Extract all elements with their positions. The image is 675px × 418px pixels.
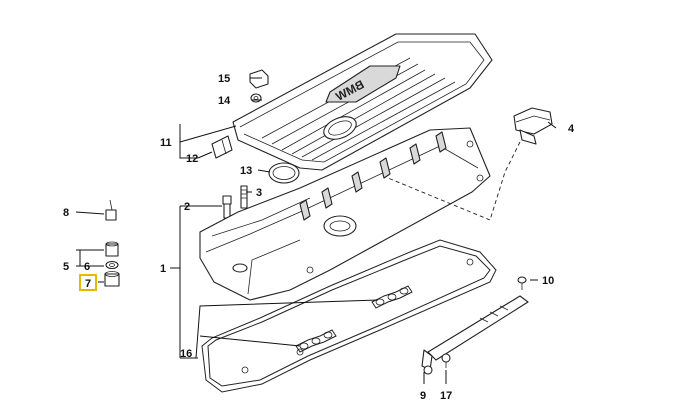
- callout-16: 16: [180, 348, 192, 360]
- part-2-bolt[interactable]: [222, 195, 232, 219]
- callout-11: 11: [160, 137, 172, 149]
- callout-1: 1: [160, 263, 166, 275]
- part-8-stud[interactable]: [105, 199, 117, 221]
- callout-6: 6: [84, 261, 90, 273]
- valve-cover[interactable]: [199, 127, 491, 301]
- callout-9: 9: [420, 390, 426, 402]
- part-12-grommet[interactable]: [211, 135, 233, 159]
- engine-cover-upper[interactable]: BMW: [232, 33, 493, 171]
- callout-14: 14: [218, 95, 231, 107]
- part-3-stud[interactable]: [240, 185, 248, 209]
- part-4-oil-filler-cap[interactable]: [513, 107, 553, 145]
- callout-8: 8: [63, 207, 69, 219]
- callout-5: 5: [63, 261, 69, 273]
- callout-3: 3: [256, 187, 262, 199]
- part-7-seal[interactable]: [104, 271, 120, 287]
- callout-2: 2: [184, 201, 190, 213]
- part-17-screw[interactable]: [441, 353, 451, 368]
- part-13-seal-ring[interactable]: [268, 162, 300, 184]
- part-14-grommet[interactable]: [250, 93, 262, 103]
- callout-13: 13: [240, 165, 252, 177]
- leader-lines: [75, 77, 557, 384]
- part-15-cap[interactable]: [249, 69, 269, 89]
- callout-17: 17: [440, 390, 452, 402]
- callout-15: 15: [218, 73, 230, 85]
- callout-4: 4: [568, 123, 575, 135]
- part-16-seal-set[interactable]: [295, 285, 413, 353]
- part-5-cap-nut[interactable]: [105, 241, 119, 257]
- callout-7-highlight: [79, 274, 97, 291]
- callout-7[interactable]: 7: [85, 278, 91, 290]
- valve-cover-gasket[interactable]: [201, 239, 497, 393]
- part-6-washer[interactable]: [105, 260, 119, 270]
- callout-12: 12: [186, 153, 198, 165]
- callout-10: 10: [542, 275, 554, 287]
- part-10-nut[interactable]: [517, 276, 527, 290]
- part-9-cable[interactable]: [421, 295, 529, 375]
